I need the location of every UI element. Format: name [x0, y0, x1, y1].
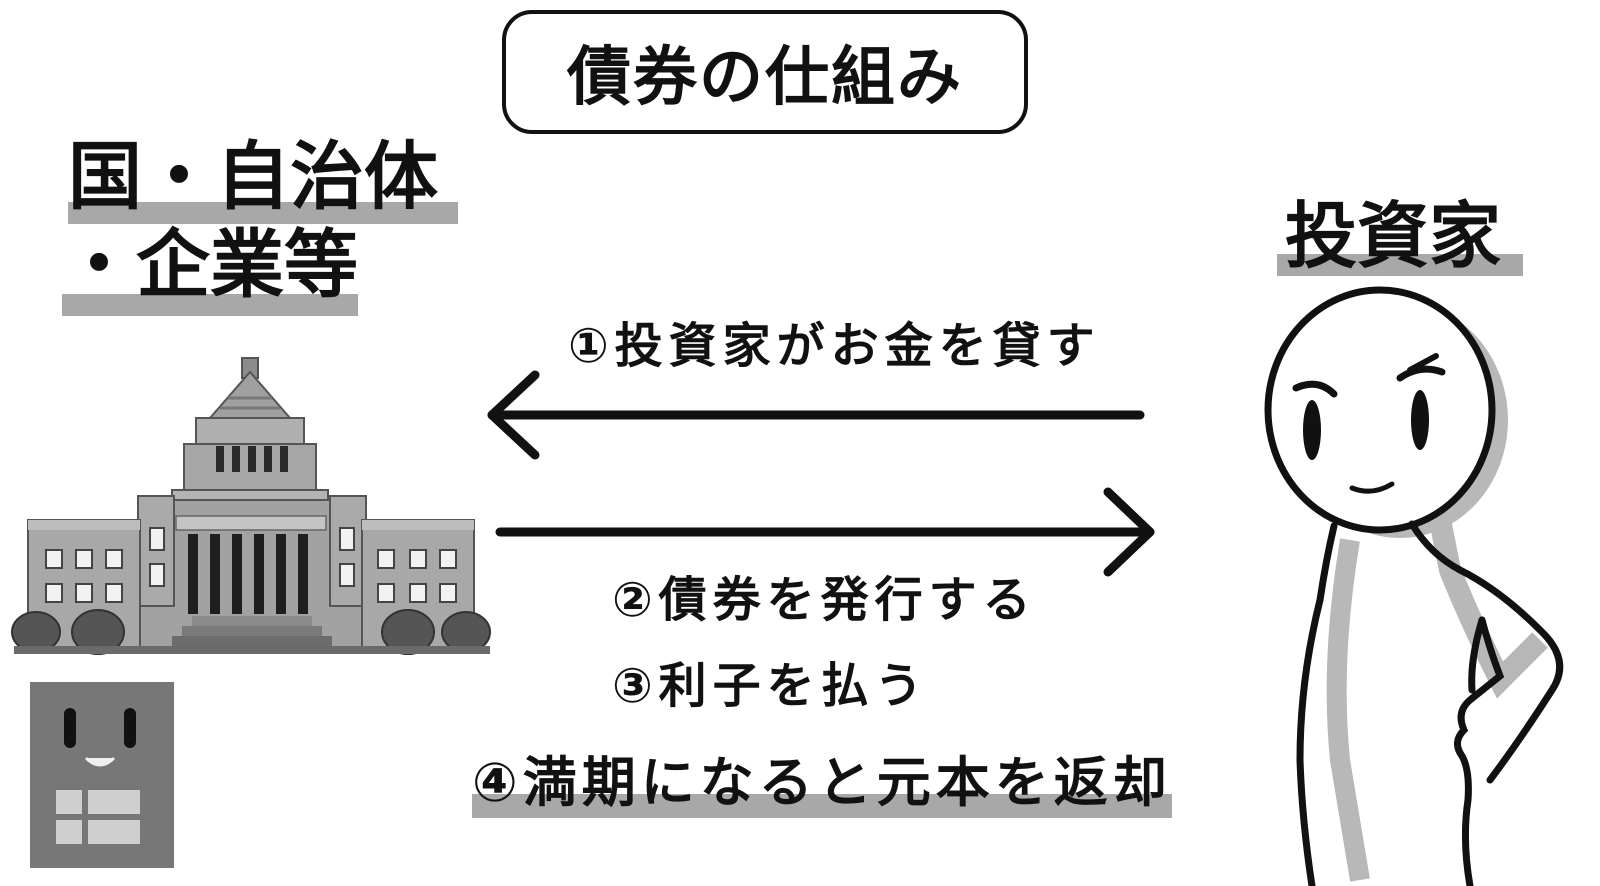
- stick-figure-person-icon: [1264, 286, 1564, 886]
- issuer-label-line1: 国・自治体: [68, 140, 458, 224]
- step-2-label: ②債券を発行する: [612, 572, 1037, 628]
- issuer-label-line2: ・企業等: [62, 228, 358, 316]
- diagram-title-box: 債券の仕組み: [502, 10, 1028, 134]
- parliament-building-icon: [11, 357, 491, 655]
- step-3-label: ③利子を払う: [612, 658, 929, 714]
- diagram-title: 債券の仕組み: [567, 41, 963, 115]
- arrow-investor-to-issuer: [487, 370, 1145, 460]
- office-building-icon: [30, 682, 174, 868]
- step-1-label: ①投資家がお金を貸す: [568, 318, 1101, 374]
- arrow-issuer-to-investor: [495, 487, 1155, 577]
- step-4-label: ④満期になると元本を返却: [472, 756, 1172, 818]
- investor-label: 投資家: [1277, 200, 1524, 276]
